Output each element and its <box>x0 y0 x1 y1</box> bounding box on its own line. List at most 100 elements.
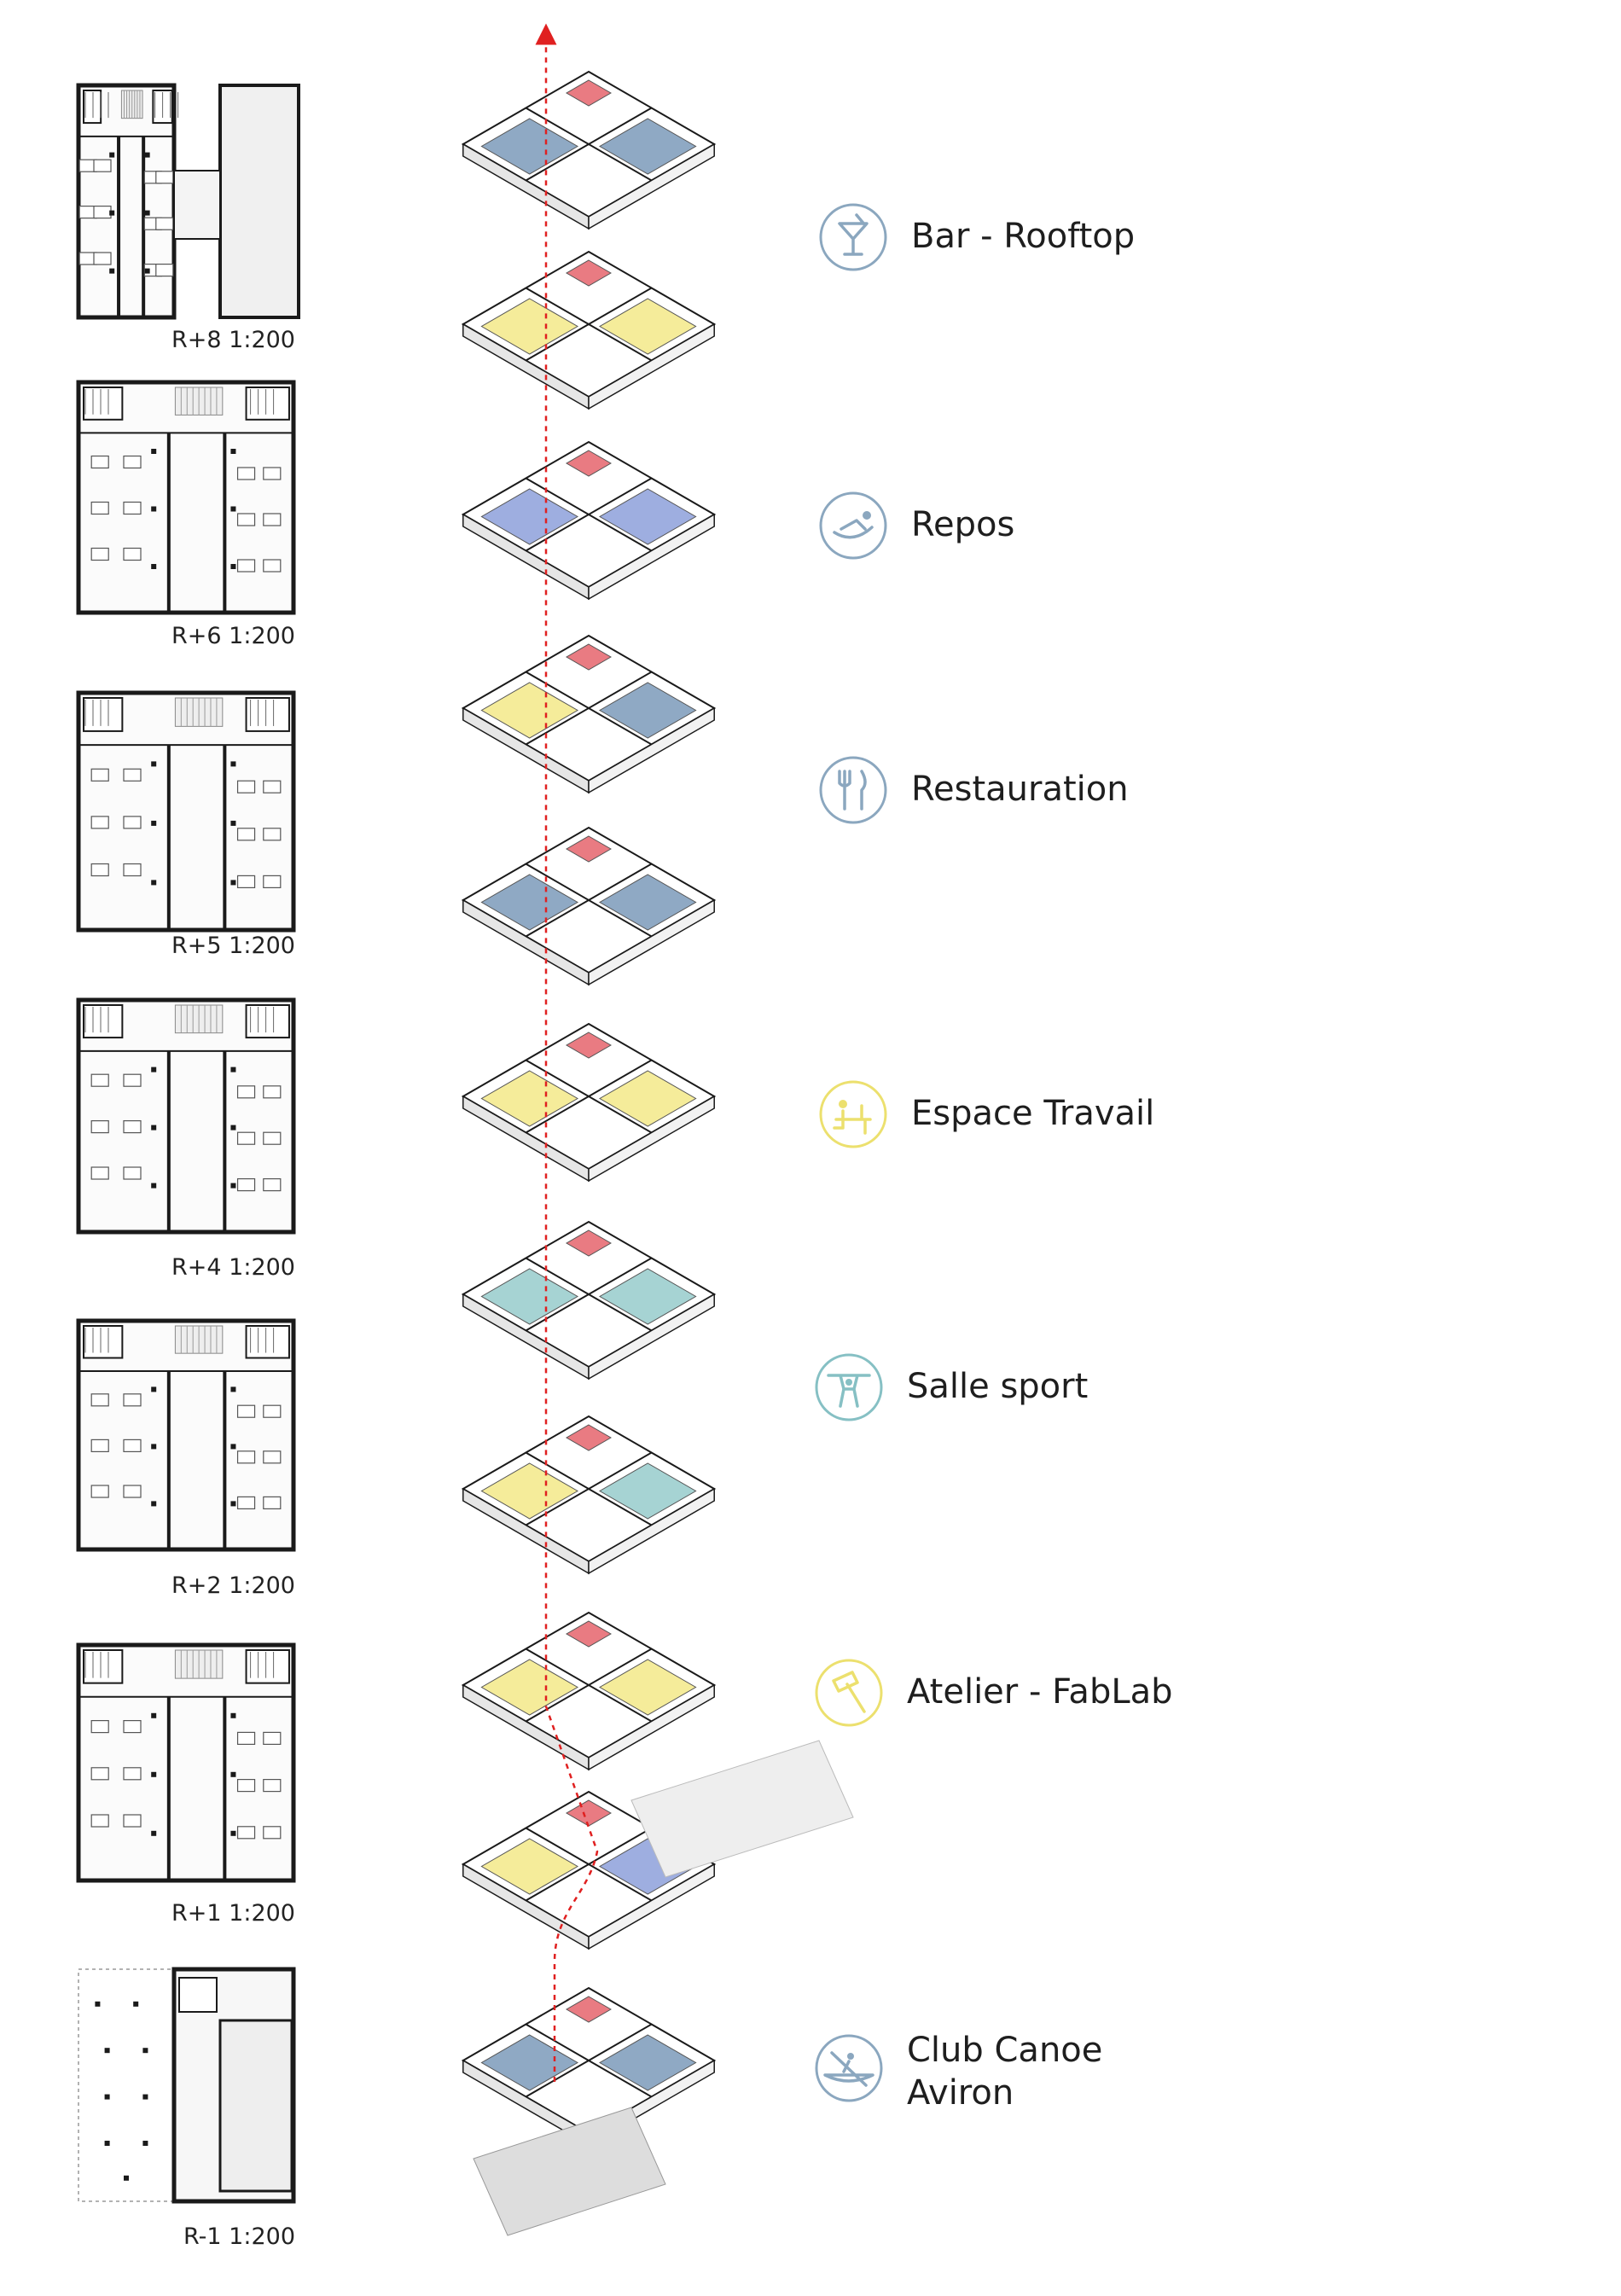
column <box>151 1183 157 1189</box>
furniture <box>236 828 256 841</box>
program-zone <box>480 874 579 931</box>
wc-block <box>83 1325 124 1359</box>
furniture <box>236 559 256 573</box>
reclining-person-icon <box>833 519 874 539</box>
furniture <box>90 547 109 561</box>
program-zone <box>480 118 579 175</box>
column <box>151 820 157 826</box>
column <box>144 152 150 158</box>
furniture <box>236 1826 256 1840</box>
program-zone <box>598 2034 697 2091</box>
legend-icons <box>815 203 887 2102</box>
wc-block <box>245 1649 290 1684</box>
desk-worker-icon-head <box>839 1100 847 1108</box>
floor-plan-r2 <box>76 1318 296 1552</box>
wc-block <box>245 1325 290 1359</box>
furniture <box>90 863 109 877</box>
weightlifter-icon <box>827 1374 871 1408</box>
wc-block <box>245 697 290 732</box>
column <box>151 1444 157 1450</box>
program-zone <box>480 1838 579 1895</box>
legend-label-line: Aviron <box>907 2073 1014 2113</box>
slab-edge <box>588 323 715 410</box>
furniture <box>155 217 174 230</box>
slab-edge <box>588 1487 715 1575</box>
vertical-core <box>566 1996 612 2023</box>
legend-label-line: Restauration <box>911 770 1129 809</box>
vertical-core <box>566 1424 612 1451</box>
floor-plan-r4 <box>76 997 296 1235</box>
column <box>230 1067 236 1072</box>
column <box>151 564 157 569</box>
furniture <box>236 1496 256 1510</box>
program-zone <box>480 1659 579 1716</box>
plan-outline <box>76 997 296 1235</box>
vertical-core <box>566 1620 612 1648</box>
program-zone <box>598 118 697 175</box>
furniture <box>123 1814 142 1828</box>
program-zone <box>480 1462 579 1520</box>
furniture <box>90 816 109 829</box>
plan-outline <box>76 1642 296 1883</box>
furniture <box>155 171 174 184</box>
furniture <box>123 547 142 561</box>
legend-label-line: Espace Travail <box>911 1094 1155 1133</box>
furniture <box>123 1719 142 1734</box>
legend-label-line: Bar - Rooftop <box>911 217 1136 256</box>
furniture <box>123 1119 142 1134</box>
furniture <box>90 768 109 782</box>
column <box>151 1830 157 1836</box>
plan-outline <box>76 380 296 615</box>
furniture <box>236 1085 256 1099</box>
axo-floor <box>461 1220 717 1381</box>
wc-block <box>83 387 124 421</box>
slab-edge <box>588 1293 715 1381</box>
program-zone <box>598 874 697 931</box>
wc-block <box>178 1977 218 2013</box>
weightlifter-icon-head <box>845 1379 852 1386</box>
exploded-axonometric-stack <box>461 70 854 2236</box>
column <box>109 152 115 158</box>
axo-floor <box>461 440 717 601</box>
column <box>142 2141 148 2146</box>
furniture <box>90 455 109 469</box>
furniture <box>90 1767 109 1781</box>
furniture <box>263 467 282 480</box>
legend-label: Bar - Rooftop <box>911 215 1135 258</box>
floor-plan-r1 <box>76 1642 296 1883</box>
plan-scale-label: R+2 1:200 <box>171 1572 295 1599</box>
furniture <box>263 828 282 841</box>
furniture <box>123 1073 142 1087</box>
plan-outline <box>76 690 296 933</box>
plan-scale-label: R+8 1:200 <box>171 327 295 353</box>
slab-edge <box>588 513 715 601</box>
slab-edge <box>588 142 715 230</box>
column <box>230 761 236 767</box>
wc-block <box>245 387 290 421</box>
program-zone <box>480 682 579 739</box>
furniture <box>236 467 256 480</box>
wc-block <box>83 1649 124 1684</box>
plaza-slope <box>630 1740 854 1878</box>
floor-plan-r6 <box>76 380 296 615</box>
column <box>151 1712 157 1718</box>
column <box>151 761 157 767</box>
plan-outline <box>76 1318 296 1552</box>
wc-block <box>245 1004 290 1039</box>
furniture <box>90 1814 109 1828</box>
program-zone <box>480 1268 579 1325</box>
axo-floor <box>461 1022 717 1183</box>
legend-label: Espace Travail <box>911 1092 1154 1135</box>
furniture <box>90 1439 109 1453</box>
program-zone <box>598 1268 697 1325</box>
column <box>230 564 236 569</box>
column <box>151 449 157 454</box>
fork-knife-icon-ring <box>819 756 887 824</box>
column <box>230 1125 236 1131</box>
furniture <box>90 1393 109 1407</box>
floor-plan-r8 <box>76 83 300 320</box>
furniture <box>263 1779 282 1793</box>
column <box>230 1501 236 1507</box>
